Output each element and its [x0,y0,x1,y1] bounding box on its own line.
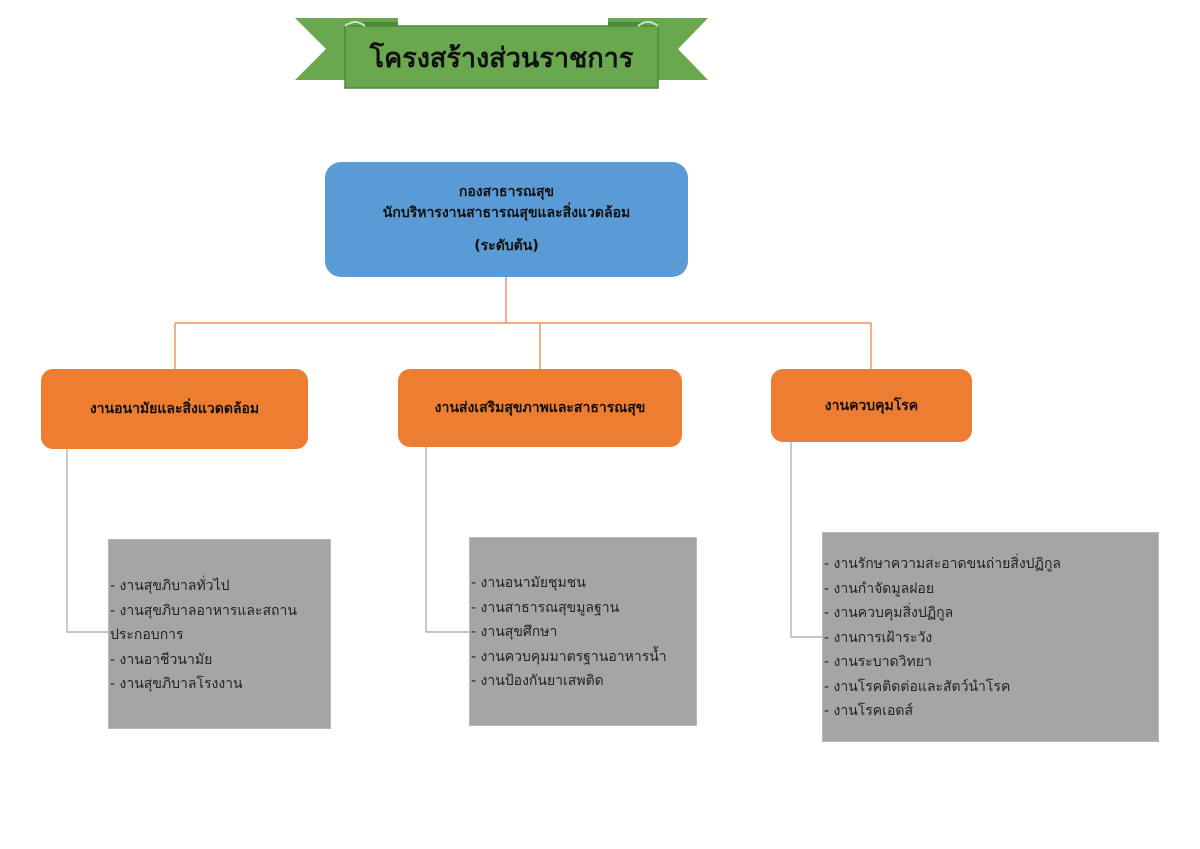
department-name: งานส่งเสริมสุขภาพและสาธารณสุข [434,400,646,416]
task-item: - งานสุขภิบาลทั่วไป [110,578,230,594]
department-box-disease-control: งานควบคุมโรค [771,369,972,442]
task-item: - งานสุขศึกษา [471,624,558,640]
ribbon-curl-left [344,21,366,27]
task-box-disease-control: - งานรักษาความสะอาดขนถ่ายสิ่งปฏิกูล - งา… [822,532,1159,742]
task-item: - งานระบาดวิทยา [824,654,932,670]
top-unit-name: กองสาธารณสุข [458,184,555,200]
task-item: - งานอาชีวนามัย [110,651,213,668]
task-item: - งานอนามัยชุมชน [471,575,586,591]
department-box-environment: งานอนามัยและสิ่งแวดดล้อม [41,369,308,449]
task-item: - งานสาธารณสุขมูลฐาน [471,599,620,616]
department-name: งานอนามัยและสิ่งแวดดล้อม [89,401,260,417]
top-unit-level: (ระดับต้น) [474,238,539,254]
task-connector-3 [790,442,823,638]
ribbon-curl-right [637,21,659,27]
task-connector-2 [425,447,470,633]
task-item: - งานป้องกันยาเสพติด [471,673,604,689]
title-banner [295,18,708,89]
task-item: - งานโรคติดต่อและสัตว์นำโรค [824,678,1011,695]
top-unit-box: กองสาธารณสุข นักบริหารงานสาธารณสุขและสิ่… [325,162,688,277]
department-name: งานควบคุมโรค [824,397,919,414]
task-item: - งานควบคุมมาตรฐานอาหารน้ำ [471,648,667,665]
department-box-health-promotion: งานส่งเสริมสุขภาพและสาธารณสุข [398,369,682,447]
task-connector-1 [66,449,109,633]
top-unit-position: นักบริหารงานสาธารณสุขและสิ่งแวดล้อม [382,205,631,221]
banner-title: โครงสร้างส่วนราชการ [369,42,634,74]
task-item: ประกอบการ [110,627,184,643]
task-item: - งานการเฝ้าระวัง [824,629,933,646]
ribbon-center [344,25,659,89]
task-item: - งานสุขภิบาลโรงงาน [110,676,243,692]
task-item: - งานรักษาความสะอาดขนถ่ายสิ่งปฏิกูล [824,556,1062,572]
task-box-health-promotion: - งานอนามัยชุมชน - งานสาธารณสุขมูลฐาน - … [469,537,697,726]
task-item: - งานควบคุมสิ่งปฏิกูล [824,605,954,621]
task-item: - งานโรคเอดส์ [824,703,914,719]
task-box-environment: - งานสุขภิบาลทั่วไป - งานสุขภิบาลอาหารแล… [108,539,331,729]
task-item: - งานกำจัดมูลฝอย [824,580,935,597]
task-item: - งานสุขภิบาลอาหารและสถาน [110,602,297,619]
